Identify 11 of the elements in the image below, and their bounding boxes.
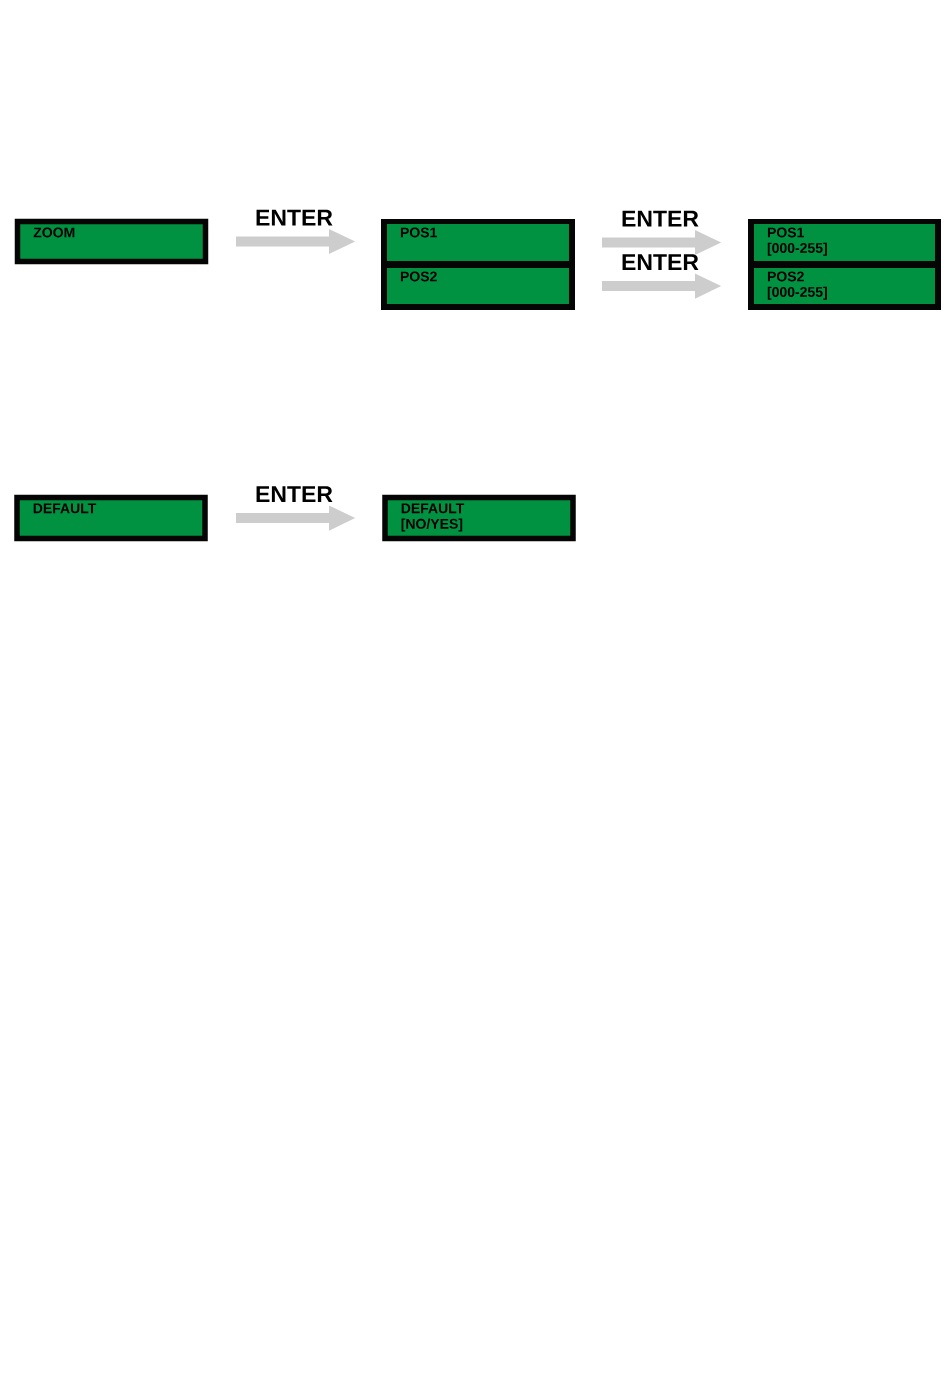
edge-label: ENTER bbox=[256, 486, 333, 502]
edge-label: ENTER bbox=[622, 210, 699, 227]
display-box: DEFAULT bbox=[14, 494, 208, 542]
display-box: POS2 [000-255] bbox=[754, 268, 935, 304]
edge-label: ENTER bbox=[622, 254, 699, 270]
display-box: POS2 bbox=[387, 268, 569, 304]
display-box: ZOOM bbox=[14, 218, 209, 265]
display-box: DEFAULT [NO/YES] bbox=[382, 494, 576, 542]
display-box: POS1 bbox=[387, 224, 569, 261]
edge-label: ENTER bbox=[256, 209, 333, 226]
display-box: POS1 [000-255] bbox=[754, 224, 935, 261]
